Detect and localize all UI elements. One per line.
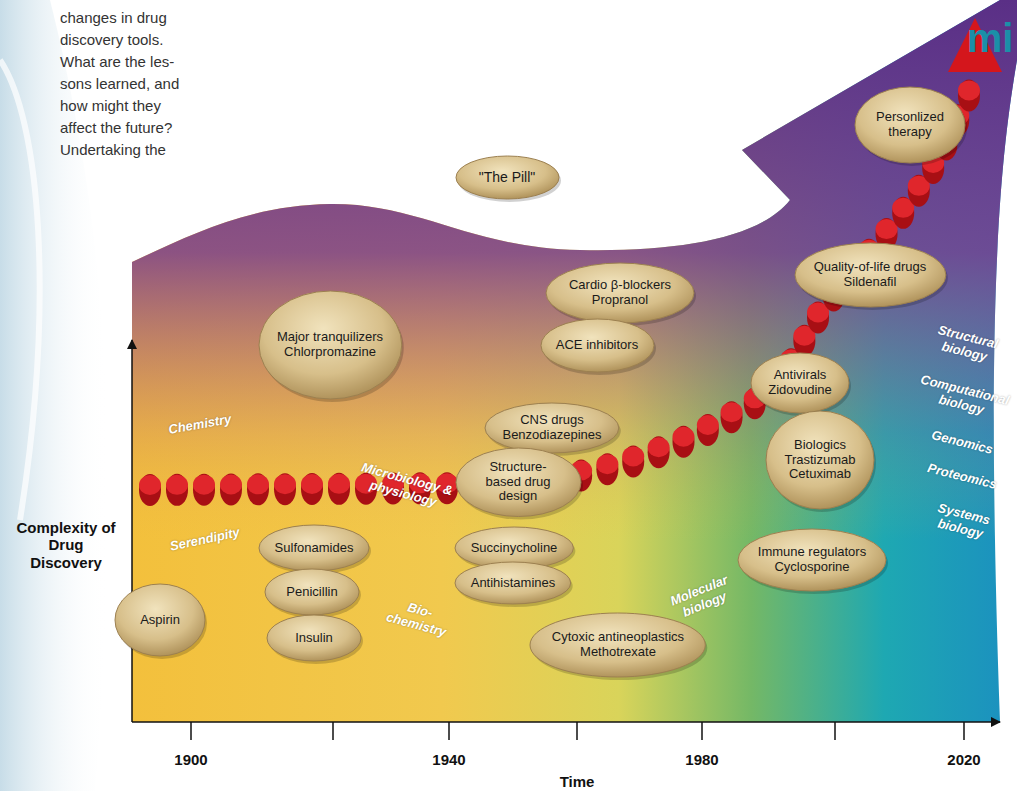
- y-axis: [131, 340, 133, 722]
- pill-text: Structure-based drug design: [472, 460, 564, 505]
- pill-text: Cetuximab: [789, 467, 851, 482]
- trend-dot: [697, 414, 719, 446]
- trend-dot: [166, 474, 188, 506]
- pill-node: Major tranquilizersChlorpromazine: [258, 290, 403, 400]
- axis-label: 1900: [174, 751, 207, 768]
- pill-node: Cardio β-blockersPropranol: [545, 262, 695, 324]
- pill-text: Cardio β-blockers: [569, 278, 671, 293]
- trend-dot: [958, 79, 980, 111]
- pill-text: Benzodiazepines: [502, 428, 601, 443]
- axis-title: Complexity of Drug Discovery: [11, 519, 121, 571]
- trend-dot: [721, 401, 743, 433]
- pill-node: Quality-of-life drugsSildenafil: [794, 242, 947, 308]
- pill-node: Insulin: [266, 614, 362, 662]
- pill-text: Methotrexate: [580, 645, 656, 660]
- pill-text: Sildenafil: [844, 275, 897, 290]
- intro-text: What are the les-: [60, 53, 174, 70]
- trend-dot: [220, 473, 242, 505]
- pill-node: Penicillin: [264, 568, 360, 616]
- trend-dot: [139, 474, 161, 506]
- pill-node: Personlized therapy: [854, 86, 966, 164]
- pill-node: Sulfonamides: [258, 524, 370, 572]
- pill-text: Chlorpromazine: [284, 345, 376, 360]
- pill-text: Succinycholine: [471, 541, 558, 556]
- pill-text: Aspirin: [140, 613, 180, 628]
- pill-node: CNS drugsBenzodiazepines: [484, 402, 620, 454]
- pill-text: Insulin: [295, 631, 333, 646]
- pill-text: Antivirals: [774, 368, 827, 383]
- pill-node: AntiviralsZidovudine: [750, 352, 850, 414]
- pill-text: Penicillin: [286, 585, 337, 600]
- pill-text: Cyclosporine: [774, 560, 849, 575]
- trend-dot: [301, 473, 323, 505]
- trend-dot: [648, 436, 670, 468]
- trend-dot: [274, 473, 296, 505]
- trend-dot: [247, 473, 269, 505]
- intro-text: discovery tools.: [60, 31, 163, 48]
- pill-text: ACE inhibitors: [556, 338, 638, 353]
- pill-text: CNS drugs: [520, 413, 584, 428]
- pill-text: Sulfonamides: [275, 541, 354, 556]
- pill-node: Cytoxic antineoplasticsMethotrexate: [529, 612, 706, 678]
- pill-text: Biologics: [794, 438, 846, 453]
- pill-text: Antihistamines: [471, 576, 556, 591]
- axis-label: 1980: [685, 751, 718, 768]
- intro-text: sons learned, and: [60, 75, 179, 92]
- axis-label: 2020: [947, 751, 980, 768]
- pill-node: Aspirin: [114, 583, 206, 657]
- pill-text: Personlized therapy: [870, 110, 950, 140]
- trend-dot: [193, 474, 215, 506]
- pill-node: "The Pill": [455, 155, 560, 200]
- pill-node: Structure-based drug design: [455, 447, 582, 517]
- trend-dot: [596, 453, 618, 485]
- axis-label: 1940: [432, 751, 465, 768]
- pill-text: Zidovudine: [768, 383, 832, 398]
- pill-text: Immune regulators: [758, 545, 866, 560]
- intro-text: how might they: [60, 97, 161, 114]
- trend-dot: [622, 445, 644, 477]
- pill-text: Trastizumab: [784, 453, 855, 468]
- x-axis: [132, 721, 1000, 723]
- axis-label: Time: [560, 773, 595, 790]
- logo-mark: mi: [967, 15, 1014, 61]
- trend-dot: [672, 426, 694, 458]
- intro-text: Undertaking the: [60, 141, 166, 158]
- pill-text: Quality-of-life drugs: [814, 260, 927, 275]
- pill-node: Antihistamines: [454, 561, 572, 605]
- pill-text: Propranol: [592, 293, 648, 308]
- intro-text: changes in drug: [60, 9, 167, 26]
- pill-node: ACE inhibitors: [540, 318, 655, 373]
- pill-node: BiologicsTrastizumabCetuximab: [765, 410, 875, 510]
- pill-text: Cytoxic antineoplastics: [552, 630, 684, 645]
- pill-text: Major tranquilizers: [277, 330, 383, 345]
- trend-dot: [328, 473, 350, 505]
- pill-text: "The Pill": [479, 169, 536, 185]
- pill-node: Immune regulatorsCyclosporine: [737, 528, 887, 592]
- intro-text: affect the future?: [60, 119, 172, 136]
